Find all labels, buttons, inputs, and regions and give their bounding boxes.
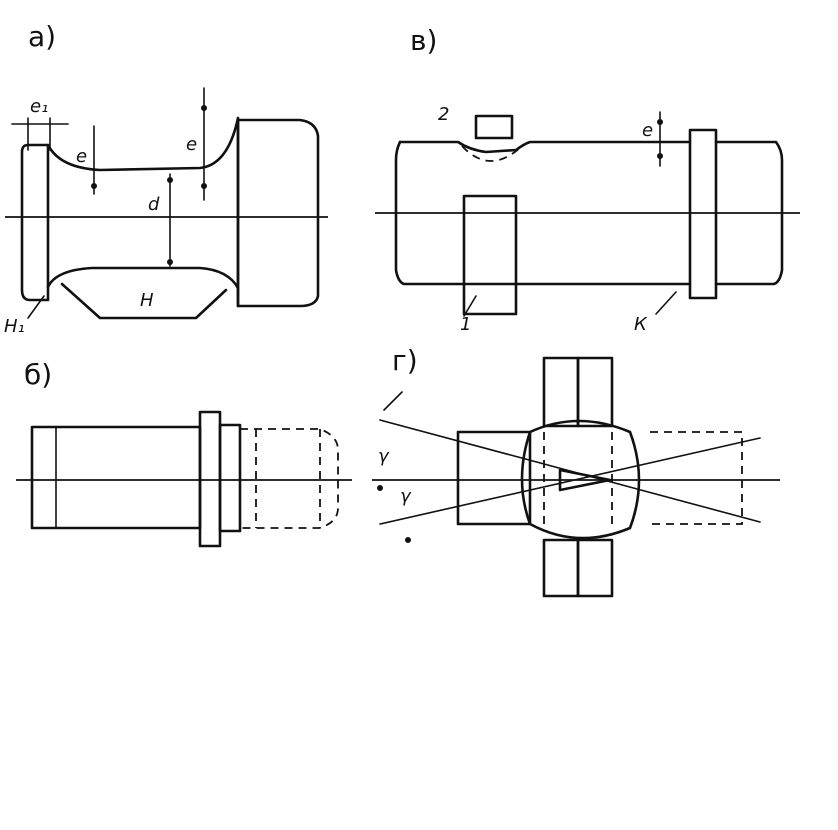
panel-a-right-body [236, 118, 320, 308]
panel-g-cross-point [558, 468, 612, 492]
panel-b-collar [198, 410, 222, 548]
panel-a-neck-bottom [46, 266, 240, 290]
panel-a-label-H: Н [140, 290, 154, 311]
panel-a-tool-trapezoid [60, 282, 228, 320]
panel-g-gamma-dot-2 [405, 537, 411, 543]
panel-v-shaft-right [714, 140, 784, 286]
panel-b-threaded-end [240, 428, 339, 529]
panel-v-label-e: е [642, 120, 653, 141]
panel-v-shaft-left [394, 140, 692, 286]
panel-v-e-arrow-bottom [657, 153, 663, 159]
panel-b-main-cylinder [30, 425, 202, 530]
panel-a-e-neck-arrow [91, 183, 97, 189]
panel-v-roller-1-leader [463, 295, 477, 317]
panel-g-wall-right-top [576, 356, 614, 428]
panel-g-gamma-leader [383, 391, 403, 411]
panel-v-label-1: 1 [460, 314, 471, 335]
panel-g: г) γ γ [372, 344, 780, 598]
panel-a-label-H1: Н₁ [4, 316, 25, 337]
panel-a: а) Н е₁ е d е Н₁ [4, 20, 328, 337]
panel-g-wall-left-top [542, 356, 580, 428]
panel-v-label-K: К [634, 314, 648, 335]
panel-a-e-right-arrow-bottom [201, 183, 207, 189]
panel-v-weld-zone [461, 145, 523, 162]
panel-g-ray-up [379, 437, 761, 525]
panel-b-label: б) [24, 358, 52, 391]
panel-a-label: а) [28, 20, 56, 53]
panel-a-label-e-neck: е [76, 146, 87, 167]
panel-v-label-2: 2 [438, 104, 449, 125]
panel-v-roller-1 [462, 194, 518, 316]
panel-g-barrel-die [520, 419, 641, 540]
panel-a-e-right-arrow-top [201, 105, 207, 111]
panel-g-wall-right-bottom [576, 538, 614, 598]
panel-b-step [218, 423, 242, 533]
panel-v-e-arrow-top [657, 119, 663, 125]
panel-b: б) [16, 358, 352, 548]
panel-v-K-leader [655, 291, 677, 315]
panel-g-workpiece [456, 430, 532, 526]
panel-g-label: г) [392, 344, 418, 377]
panel-a-label-d: d [148, 194, 160, 215]
panel-g-right-workpiece [650, 431, 743, 525]
panel-v-shaft-top [398, 140, 692, 154]
panel-a-neck-top [46, 116, 240, 172]
panel-g-gamma-dot-1 [377, 485, 383, 491]
panel-g-label-gamma-top: γ [378, 446, 390, 467]
panel-g-label-gamma-bottom: γ [400, 486, 412, 507]
panel-a-left-flange [20, 143, 50, 302]
panel-a-H1-leader [27, 295, 45, 319]
panel-v-collar [688, 128, 718, 300]
panel-a-d-arrow-bottom [167, 259, 173, 265]
panel-v-tool-2 [474, 114, 514, 140]
panel-v: в) 2 1 е К [375, 24, 800, 335]
panel-a-label-e1: е₁ [30, 96, 48, 117]
panel-a-label-e-right: е [186, 134, 197, 155]
panel-a-d-arrow-top [167, 177, 173, 183]
panel-v-label: в) [410, 24, 437, 57]
panel-g-wall-left-bottom [542, 538, 580, 598]
